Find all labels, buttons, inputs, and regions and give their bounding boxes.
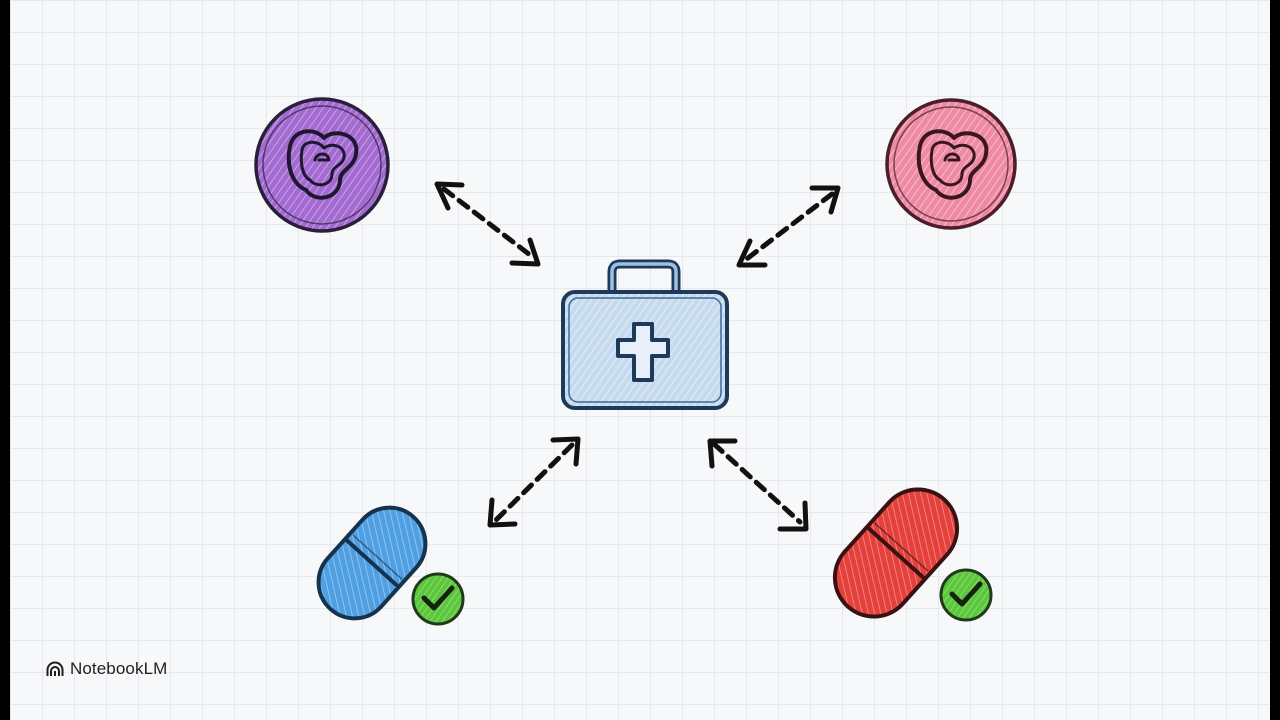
brand-watermark: NotebookLM	[46, 659, 167, 679]
capsule-pill-icon-red	[832, 487, 960, 619]
connector-arrow-top-right	[736, 185, 841, 268]
pathogen-icon-top-left	[254, 97, 390, 233]
checkmark-badge-icon-left	[411, 572, 465, 626]
connector-arrow-top-left	[434, 181, 541, 267]
pathogen-icon-top-right	[885, 98, 1017, 230]
connector-arrow-bottom-left	[487, 436, 581, 528]
diagram-canvas: NotebookLM	[10, 0, 1270, 720]
connector-arrow-bottom-right	[707, 438, 809, 532]
first-aid-kit-icon	[561, 259, 729, 410]
diagram-svg	[254, 97, 1017, 626]
capsule-pill-icon-blue	[316, 505, 428, 621]
brand-name: NotebookLM	[70, 659, 168, 678]
notebooklm-logo-icon	[46, 661, 64, 676]
checkmark-badge-icon-right	[939, 568, 993, 622]
